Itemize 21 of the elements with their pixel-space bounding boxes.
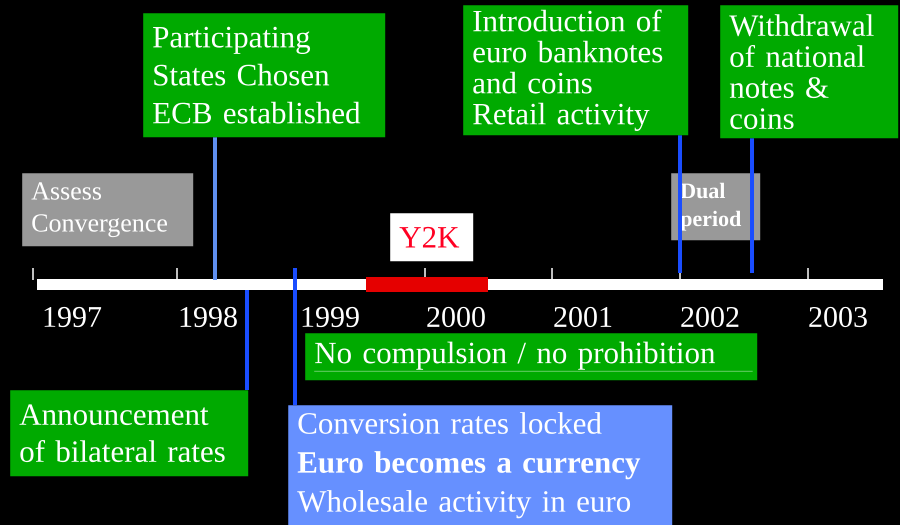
leader-line [293, 268, 297, 405]
year-label: 2003 [809, 306, 867, 328]
period-box: Dual period [671, 173, 760, 240]
leader-line [213, 137, 217, 280]
year-label: 1998 [180, 306, 237, 328]
leader-line [245, 290, 249, 390]
event-box: Withdrawal of national notes & coins [720, 5, 898, 138]
year-label: 2002 [681, 306, 738, 328]
event-box: Introduction of euro banknotes and coins Retail activity [463, 5, 688, 136]
event-box: Participating States Chosen ECB established [143, 13, 386, 138]
period-label-box: Y2K [390, 213, 474, 262]
event-box: No compulsion / no prohibition [305, 333, 758, 380]
leader-line [750, 138, 754, 273]
year-label: 1997 [44, 306, 102, 328]
year-label: 1999 [302, 306, 359, 328]
event-box: Announcement of bilateral rates [10, 390, 248, 476]
year-label: 2000 [427, 306, 485, 328]
year-label: 2001 [554, 306, 612, 328]
event-box: Conversion rates locked Euro becomes a currency Wholesale activity in euro [288, 405, 672, 525]
leader-line [678, 135, 682, 273]
period-box: Assess Convergence [22, 173, 194, 246]
